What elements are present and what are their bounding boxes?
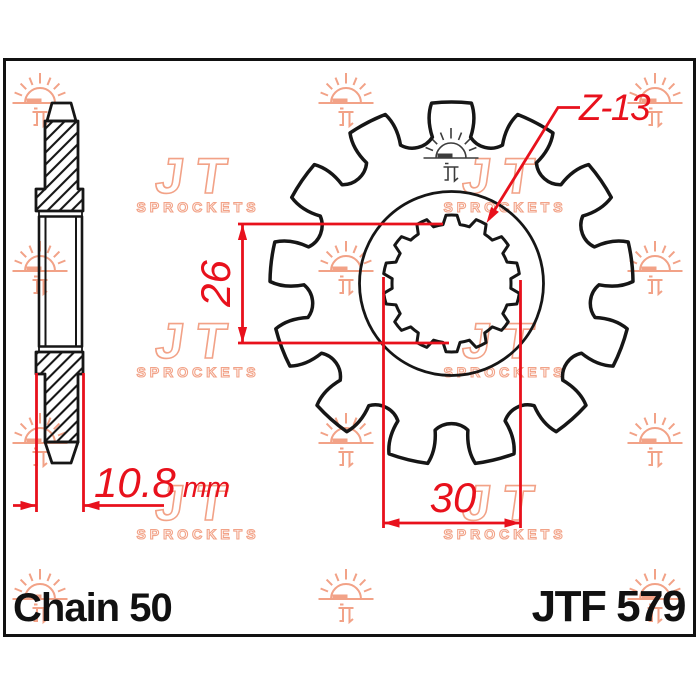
sprocket-front-view (268, 100, 635, 466)
teeth-leader-line (487, 106, 580, 220)
sun-horizon-bar (437, 153, 453, 158)
hub-circle (358, 190, 545, 377)
dim26-label: 26 (192, 260, 239, 308)
dimension-arrowhead (504, 518, 521, 528)
logo-sprockets-text: SPROCKETS (136, 199, 259, 215)
dim108-value: 10.8 (94, 459, 176, 506)
logo-jt-letters: JT (152, 148, 242, 204)
spline-bore-outline (382, 213, 521, 354)
sun-horizon-bar (26, 438, 42, 443)
jt-sun-logo-dark (423, 128, 479, 183)
jt-sun-watermark (318, 73, 374, 129)
jt-sun-watermark (627, 569, 683, 625)
dimension-arrowhead (83, 500, 100, 511)
sun-horizon-bar (332, 594, 348, 599)
dim108-unit: mm (183, 472, 229, 504)
dimension-arrowhead (486, 206, 499, 223)
jt-sun-watermark (627, 413, 683, 469)
sun-horizon-bar (641, 594, 657, 599)
sun-horizon-bar (641, 98, 657, 103)
dimension-arrowhead (20, 500, 37, 511)
chain-size-label: Chain 50 (13, 586, 172, 630)
shaft-bottom-cap (43, 440, 80, 465)
sun-horizon-bar (26, 98, 42, 103)
jt-sun-watermark (318, 569, 374, 625)
sun-horizon-bar (332, 98, 348, 103)
jt-sun-watermark (318, 413, 374, 469)
gear-teeth-outline (268, 100, 635, 466)
logo-sprockets-text: SPROCKETS (136, 526, 259, 542)
part-number-label: JTF 579 (532, 582, 685, 631)
dimension-arrowhead (383, 518, 400, 528)
logo-sprockets-text: SPROCKETS (136, 364, 259, 380)
logo-sprockets-text: SPROCKETS (443, 526, 566, 542)
logo-sprockets-text: SPROCKETS (443, 364, 566, 380)
sprocket-side-view (34, 101, 85, 465)
jt-sun-watermark (12, 569, 68, 625)
logo-jt-letters: JT (152, 475, 242, 531)
jt-sun-logo-dark (423, 128, 479, 183)
jt-sun-watermark (318, 241, 374, 297)
jt-sun-watermark (627, 73, 683, 129)
drawing-border-frame (3, 58, 696, 637)
sun-horizon-bar (26, 266, 42, 271)
jt-sun-watermark (12, 73, 68, 129)
teeth-callout-label: Z-13 (578, 87, 651, 128)
sun-horizon-bar (641, 438, 657, 443)
sun-horizon-bar (26, 594, 42, 599)
dim30-label: 30 (430, 474, 477, 521)
sun-horizon-bar (332, 266, 348, 271)
logo-jt-letters: JT (152, 313, 242, 369)
sun-horizon-bar (332, 438, 348, 443)
dimension-arrowhead (237, 224, 248, 240)
sun-horizon-bar (641, 266, 657, 271)
section-hatch-upper (34, 119, 85, 213)
dimension-arrowheads (20, 206, 521, 528)
dimension-arrowhead (237, 327, 248, 343)
